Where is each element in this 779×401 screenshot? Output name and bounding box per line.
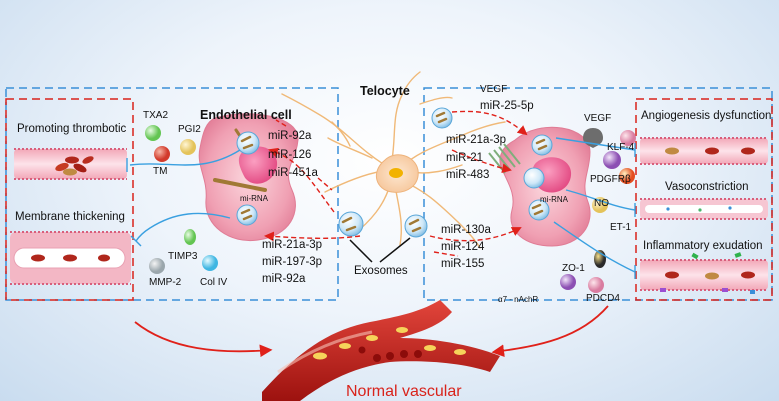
inflammatory-vessel [640, 252, 768, 294]
left-mir-bottom-2: miR-197-3p [262, 256, 323, 268]
klf4-label: KLF-4 [607, 142, 635, 153]
right-mirna-label: mi-RNA [540, 195, 568, 204]
thrombotic-label: Promoting thrombotic [17, 123, 127, 135]
tm-label: TM [153, 166, 168, 177]
inflammatory-label: Inflammatory exudation [643, 240, 763, 252]
col4-label: Col IV [200, 277, 228, 288]
normal-vessel [262, 300, 500, 401]
zo1-label: ZO-1 [562, 263, 585, 274]
outcome-arrows [134, 305, 609, 358]
right-mir-mid-2: miR-21 [446, 152, 484, 164]
vasoconstriction-vessel [640, 198, 768, 220]
right-signal-molecules [560, 128, 636, 293]
left-mir-top-1: miR-92a [268, 130, 312, 142]
pgi2-label: PGI2 [178, 124, 201, 135]
left-endothelial-cell [198, 113, 299, 242]
left-mir-top-2: miR-126 [268, 149, 312, 161]
txa2-label: TXA2 [143, 110, 169, 121]
left-mir-bottom-3: miR-92a [262, 273, 306, 285]
right-panel-frame [423, 87, 773, 301]
left-panel-frame [5, 87, 339, 301]
telocyte [281, 71, 506, 249]
thrombotic-vessel [14, 148, 127, 180]
left-mir-top-3: miR-451a [268, 167, 318, 179]
exosomes-label: Exosomes [354, 265, 408, 277]
telocyte-title: Telocyte [360, 84, 410, 98]
mmp2-label: MMP-2 [149, 277, 182, 288]
right-mir-bottom-3: miR-155 [441, 258, 485, 270]
left-mir-bottom-1: miR-21a-3p [262, 239, 323, 251]
angiogenesis-vessel [640, 137, 768, 165]
inhibition-lines [126, 137, 636, 279]
vegf-top-label: VEGF [480, 84, 508, 95]
pdgfrb-label: PDGFRβ [590, 174, 631, 185]
normal-vascular-label: Normal vascular [346, 383, 462, 400]
no-label: NO [594, 198, 609, 209]
pdcd4-label: PDCD4 [586, 293, 620, 304]
right-mir-mid-3: miR-483 [446, 169, 490, 181]
left-mirna-label: mi-RNA [240, 194, 268, 203]
timp3-label: TIMP3 [168, 251, 198, 262]
exosome-vesicles [236, 107, 553, 238]
right-mir-bottom-2: miR-124 [441, 241, 485, 253]
a7-nachr-label: α7 - nAchR [498, 295, 539, 304]
et1-label: ET-1 [610, 222, 632, 233]
right-mir-bottom-1: miR-130a [441, 224, 491, 236]
right-mir-mid-1: miR-21a-3p [446, 134, 507, 146]
vegf-right-label: VEGF [584, 113, 612, 124]
vasoconstriction-label: Vasoconstriction [665, 181, 749, 193]
mir-25-5p-label: miR-25-5p [480, 100, 534, 112]
left-signal-molecules [145, 125, 218, 274]
thickening-vessel [10, 231, 131, 285]
exosome-pointer [349, 237, 411, 263]
angiogenesis-label: Angiogenesis dysfunction [641, 110, 772, 122]
delivery-arrows [264, 110, 528, 257]
membrane-thickening-label: Membrane thickening [15, 211, 125, 223]
endothelial-cell-title: Endothelial cell [200, 108, 292, 122]
